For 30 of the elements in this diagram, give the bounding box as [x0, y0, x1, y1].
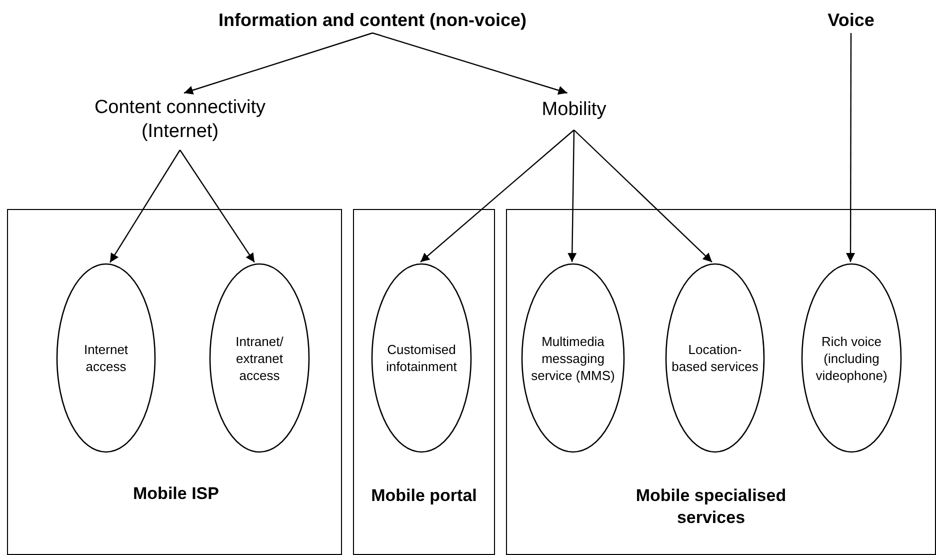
arrow — [110, 150, 180, 263]
service-ellipse — [371, 263, 472, 453]
service-ellipse — [56, 263, 156, 453]
service-label: Location- based services — [670, 341, 760, 375]
group-panel — [353, 209, 495, 555]
arrow — [184, 32, 373, 95]
arrow — [846, 33, 856, 262]
category-text: Mobility — [532, 98, 616, 126]
category-text: Content connectivity (Internet) — [80, 96, 280, 148]
service-label: Multimedia messaging service (MMS) — [530, 332, 616, 384]
heading-text: Information and content (non-voice) — [190, 8, 555, 33]
service-ellipse — [665, 263, 765, 453]
group-panel — [506, 209, 936, 555]
arrow — [180, 150, 255, 263]
heading-text: Voice — [818, 8, 884, 33]
arrow — [574, 130, 712, 262]
group-label: Mobile specialised services — [634, 485, 788, 529]
service-label: Customised infotainment — [385, 341, 458, 375]
group-label: Mobile portal — [370, 485, 478, 507]
service-ellipse — [209, 263, 310, 453]
service-label: Rich voice (including videophone) — [814, 332, 888, 384]
arrow — [372, 32, 568, 95]
service-ellipse — [521, 263, 625, 453]
group-panel — [7, 209, 342, 555]
service-ellipse — [801, 263, 902, 453]
group-label: Mobile ISP — [132, 483, 220, 505]
arrow — [420, 130, 574, 262]
service-label: Intranet/ extranet access — [234, 332, 284, 384]
arrow — [568, 130, 577, 262]
service-label: Internet access — [82, 341, 130, 375]
